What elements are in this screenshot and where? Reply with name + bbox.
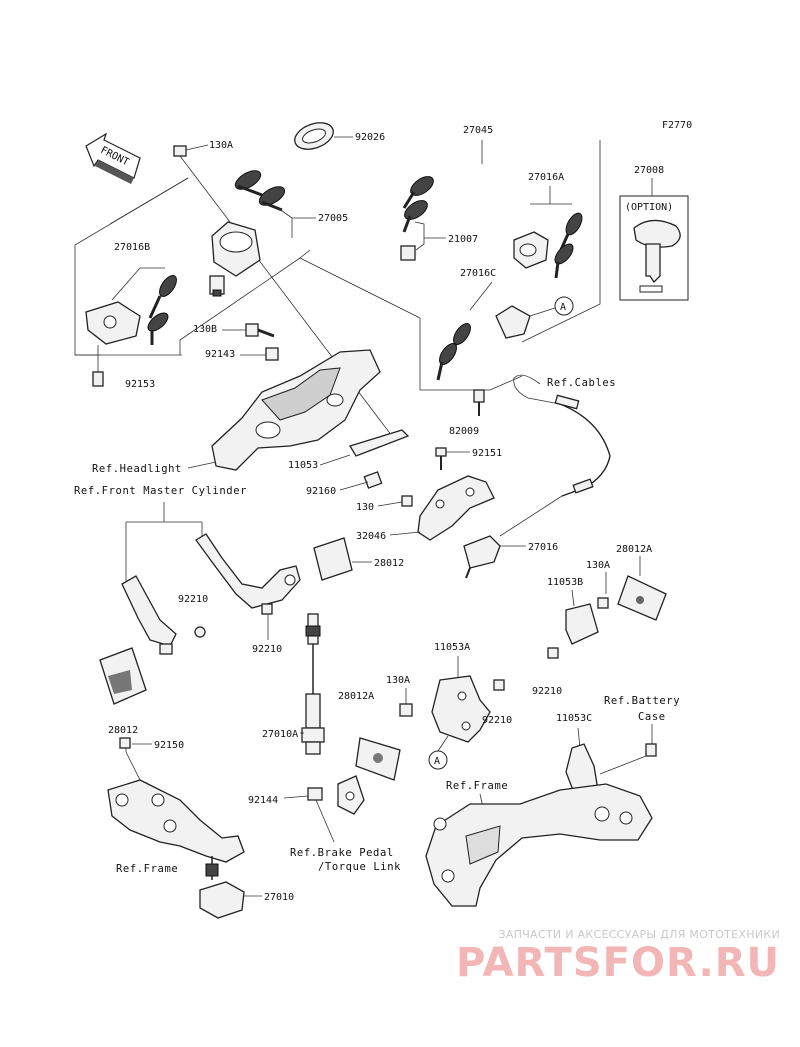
bolt-130b [245,323,275,338]
front-arrow-icon: FRONT [85,132,141,184]
ref-cables: Ref.Cables [547,377,616,389]
figure-code: F2770 [662,120,692,131]
callout-11053b: 11053B [547,577,583,588]
screw-82009 [473,389,485,416]
callout-92210-c: 92210 [532,686,562,697]
cable [559,403,611,497]
callout-130: 130 [356,502,374,513]
bolt-28012-low [119,737,131,749]
ref-headlight: Ref.Headlight [92,463,182,475]
frame-right [425,783,653,907]
switch-27010a [301,613,325,755]
callout-27008: 27008 [634,165,664,176]
callout-a-low: A [434,756,440,767]
ref-battery: Ref.Battery [604,695,680,707]
bracket-11053b [547,597,609,659]
callout-11053c: 11053C [556,713,592,724]
bracket-11053a [431,675,491,743]
callout-28012-low: 28012 [108,725,138,736]
switch-bracket-brake [337,775,365,815]
callout-82009: 82009 [449,426,479,437]
watermark-tagline: ЗАПЧАСТИ И АКСЕССУАРЫ ДЛЯ МОТОТЕХНИКИ [498,928,780,941]
ignition-switch [209,221,261,297]
ref-battery-case: Case [638,711,666,723]
lock-27016 [463,535,501,579]
keyset-27016b [85,275,177,345]
frame-left [107,779,245,863]
bolt-battery [599,743,657,775]
callout-130b: 130B [193,324,217,335]
callout-92144: 92144 [248,795,278,806]
bolt-130a-top [173,144,209,157]
reflector-28012a-low [355,737,401,781]
ref-frame-right: Ref.Frame [446,780,508,792]
callout-27010a: 27010A [262,729,298,740]
callout-92160: 92160 [306,486,336,497]
keyset-27016a [513,212,583,279]
watermark-brand: PARTSFOR.RU [455,940,780,986]
ref-torque-link: /Torque Link [318,861,401,873]
callout-27005: 27005 [318,213,348,224]
option-box [619,195,689,301]
callout-27016c: 27016C [460,268,496,279]
callout-28012a-low: 28012A [338,691,374,702]
callout-27010: 27010 [264,892,294,903]
nut-92210-c [493,679,505,691]
ref-circle-a-top [554,296,574,316]
callout-28012a: 28012A [616,544,652,555]
option-label: (OPTION) [625,202,673,213]
spring-92144 [307,787,323,801]
callout-21007: 21007 [448,234,478,245]
callout-92151: 92151 [472,448,502,459]
ring-92026 [294,122,353,150]
bolt-92151 [435,447,447,470]
bolt-130 [401,495,413,507]
callout-11053a: 11053A [434,642,470,653]
callout-130a-low: 130A [386,675,410,686]
ref-frame-left: Ref.Frame [116,863,178,875]
watermark: ЗАПЧАСТИ И АКСЕССУАРЫ ДЛЯ МОТОТЕХНИКИ PA… [456,928,780,985]
callout-92210-b: 92210 [252,644,282,655]
callout-32046: 32046 [356,531,386,542]
reflector-28012 [313,537,353,581]
collar-92143 [265,347,279,361]
callout-92143: 92143 [205,349,235,360]
bracket-32046 [417,475,495,541]
callout-27016b: 27016B [114,242,150,253]
callout-92210-a: 92210 [178,594,208,605]
ref-front-master: Ref.Front Master Cylinder [74,485,247,497]
bracket-right [195,533,301,615]
callout-27045: 27045 [463,125,493,136]
bolt-130a-low [399,703,413,717]
keys-21007 [400,176,434,261]
callout-130a-top: 130A [209,140,233,151]
bracket-left [99,575,206,705]
main-bracket [211,349,410,489]
callout-92153: 92153 [125,379,155,390]
callout-92210-d: 92210 [482,715,512,726]
callout-a-top: A [560,302,566,313]
callout-27016: 27016 [528,542,558,553]
screw-92153 [92,345,104,387]
callout-92026: 92026 [355,132,385,143]
option-key-27008 [633,219,681,293]
callout-92150: 92150 [154,740,184,751]
reflector-28012a [617,575,667,621]
keyset-27016c [436,305,531,381]
callout-11053: 11053 [288,460,318,471]
callout-130a-mid: 130A [586,560,610,571]
callout-27016a: 27016A [528,172,564,183]
callout-28012: 28012 [374,558,404,569]
ref-brake-pedal: Ref.Brake Pedal [290,847,394,859]
switch-27010 [199,856,245,919]
keys-27005 [234,170,286,212]
